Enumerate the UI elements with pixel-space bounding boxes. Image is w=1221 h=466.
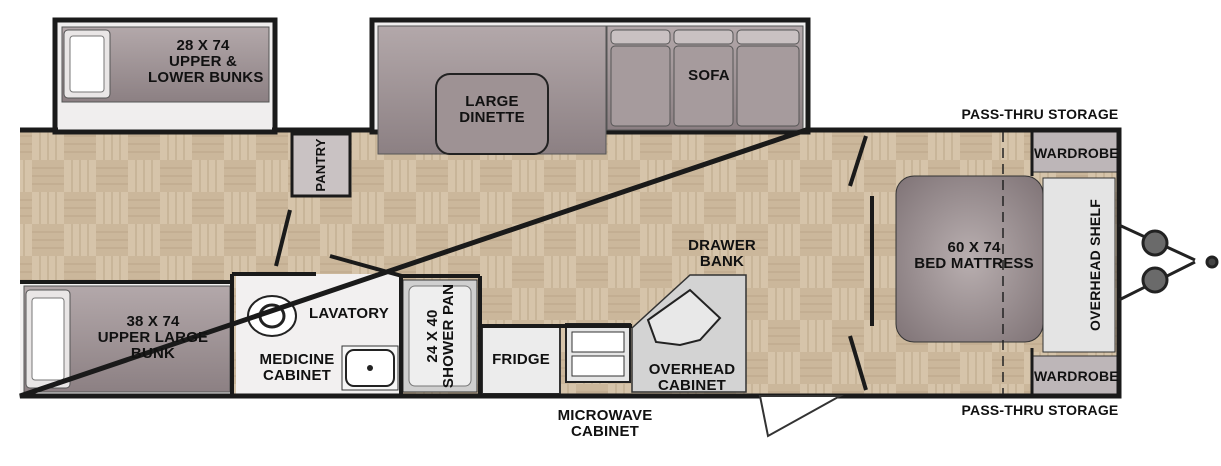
bunks-top-label: 28 x 74 UPPER & LOWER BUNKS [148,37,264,86]
microwave-line2: CABINET [570,423,640,440]
dinette-table [435,73,549,155]
dinette-label: LARGE DINETTE [442,94,542,126]
kitchen-sink [646,288,722,347]
shower-label: 24 x 40 SHOWER PAN [424,281,457,391]
sofa-label: SOFA [688,67,730,84]
wardrobe-bottom-label: WARDROBE [1034,368,1119,384]
medicine-line1: MEDICINE [259,351,335,368]
bed-label: 60 x 74 BED MATTRESS [914,240,1034,272]
lavatory-label: LAVATORY [309,305,389,322]
overhead-cabinet-label: OVERHEAD CABINET [644,362,740,394]
overhead-line1: OVERHEAD [648,361,736,378]
dinette-line1: LARGE [465,93,519,110]
fridge-label: FRIDGE [492,351,550,368]
pantry-label: PANTRY [313,138,328,192]
wardrobe-top-box [1031,131,1119,173]
medicine-cabinet-label: MEDICINE CABINET [252,352,342,384]
medicine-line2: CABINET [262,367,332,384]
bed-size: 60 x 74 [947,239,1001,256]
overhead-shelf [1042,177,1116,353]
bunk-large-label: 38 x 74 UPPER LARGE BUNK [78,314,228,362]
wardrobe-bottom-box [1031,355,1119,395]
shower-line2: SHOWER PAN [440,283,457,389]
bunk-large-size: 38 x 74 [126,313,180,330]
shower-size: 24 x 40 [424,309,441,363]
bunk-large-line3: BUNK [130,345,176,362]
pass-thru-top-label: PASS-THRU STORAGE [961,106,1119,122]
dinette-line2: DINETTE [459,109,525,126]
overhead-shelf-label: OVERHEAD SHELF [1087,199,1103,331]
bunks-top-size: 28 x 74 [176,37,230,54]
bunk-large-line2: UPPER LARGE [97,329,209,346]
microwave-line1: MICROWAVE [557,407,653,424]
bunks-top-line3: LOWER BUNKS [148,69,264,86]
microwave-cabinet-label: MICROWAVE CABINET [550,408,660,440]
pantry-box [290,132,352,198]
entry-door [758,395,844,438]
overhead-line2: CABINET [657,377,727,394]
wardrobe-top-label: WARDROBE [1034,145,1119,161]
hitch [1118,223,1219,302]
drawer-line1: DRAWER [688,237,756,254]
bed-line2: BED MATTRESS [914,255,1034,272]
drawer-line2: BANK [699,253,745,270]
exterior-walls [19,127,1122,399]
drawer-bank-label: DRAWER BANK [682,238,762,270]
pass-thru-bottom-label: PASS-THRU STORAGE [961,402,1119,418]
bunks-top-line2: UPPER & [168,53,238,70]
